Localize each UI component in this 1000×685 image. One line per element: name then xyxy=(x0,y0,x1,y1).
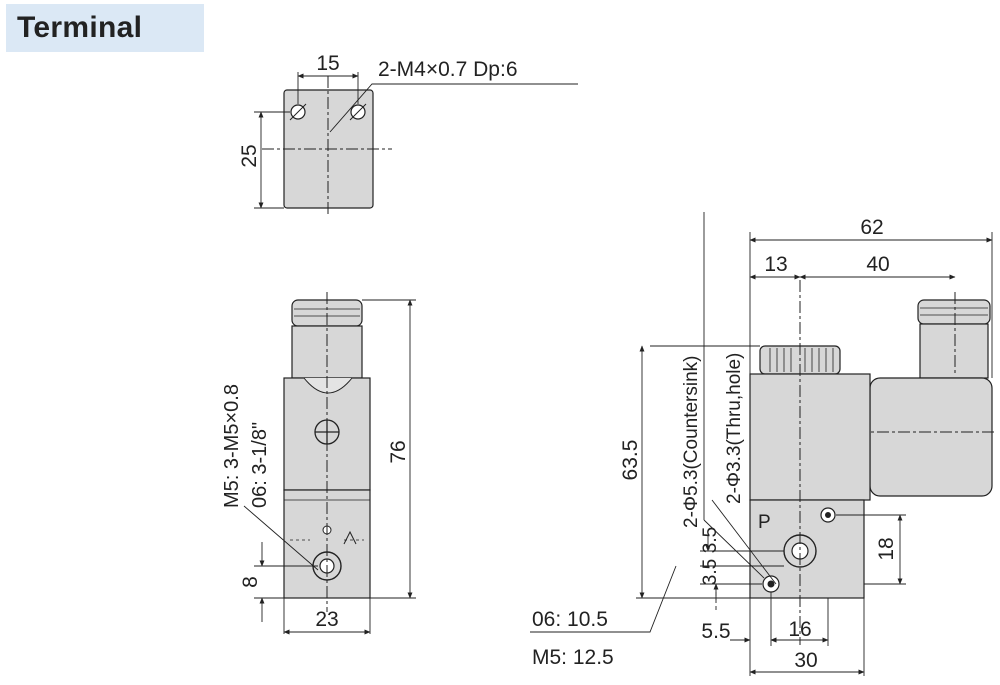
dim-06: 06: 10.5 xyxy=(532,608,608,631)
dim-06-leader xyxy=(530,565,677,633)
screw-hole xyxy=(349,103,367,121)
thru-hole-note: 2-Φ3.3(Thru,hole) xyxy=(724,353,745,504)
front-view: 76 M5: 3-M5×0.8 06: 3-1/8" 8 23 xyxy=(221,292,416,635)
dim-40: 40 xyxy=(866,253,889,276)
thread-leader xyxy=(329,83,578,133)
side-view: P 62 13 40 2-Φ5.3(Countersink) 2-Φ3.3(Th… xyxy=(530,212,996,676)
dim-23: 23 xyxy=(315,608,338,631)
mount-hole-upper xyxy=(820,507,836,523)
port-note-06: 06: 3-1/8" xyxy=(249,422,271,508)
connector-stem xyxy=(919,323,989,379)
dim-25: 25 xyxy=(238,144,261,167)
connector-cap xyxy=(917,299,991,325)
top-view: 15 2-M4×0.7 Dp:6 25 xyxy=(238,52,578,216)
dim-63-5: 63.5 xyxy=(619,440,642,481)
dim-16: 16 xyxy=(788,618,811,641)
dim-30: 30 xyxy=(794,649,817,672)
dim-8: 8 xyxy=(239,576,262,588)
dim-3-5-lower: 3.5 xyxy=(700,559,721,585)
countersink-note: 2-Φ5.3(Countersink) xyxy=(681,355,702,528)
dim-5-5: 5.5 xyxy=(701,620,730,643)
dim-15: 15 xyxy=(316,52,339,75)
mount-hole-lower xyxy=(762,575,780,593)
thru-hole-leader xyxy=(711,499,777,585)
dim-13: 13 xyxy=(764,253,787,276)
port-label-p: P xyxy=(758,512,771,533)
valve-body xyxy=(749,373,871,501)
coil-housing xyxy=(869,377,993,497)
port-note-m5: M5: 3-M5×0.8 xyxy=(221,384,243,508)
section-title: Terminal xyxy=(6,4,204,52)
port-note-leader xyxy=(243,505,319,571)
thread-note: 2-M4×0.7 Dp:6 xyxy=(378,58,518,81)
dim-3-5-upper: 3.5 xyxy=(700,527,721,553)
screw-hole xyxy=(289,103,307,121)
dim-76: 76 xyxy=(387,440,410,463)
dim-m5: M5: 12.5 xyxy=(532,646,614,669)
dim-62: 62 xyxy=(860,216,883,239)
dim-18: 18 xyxy=(875,537,898,560)
